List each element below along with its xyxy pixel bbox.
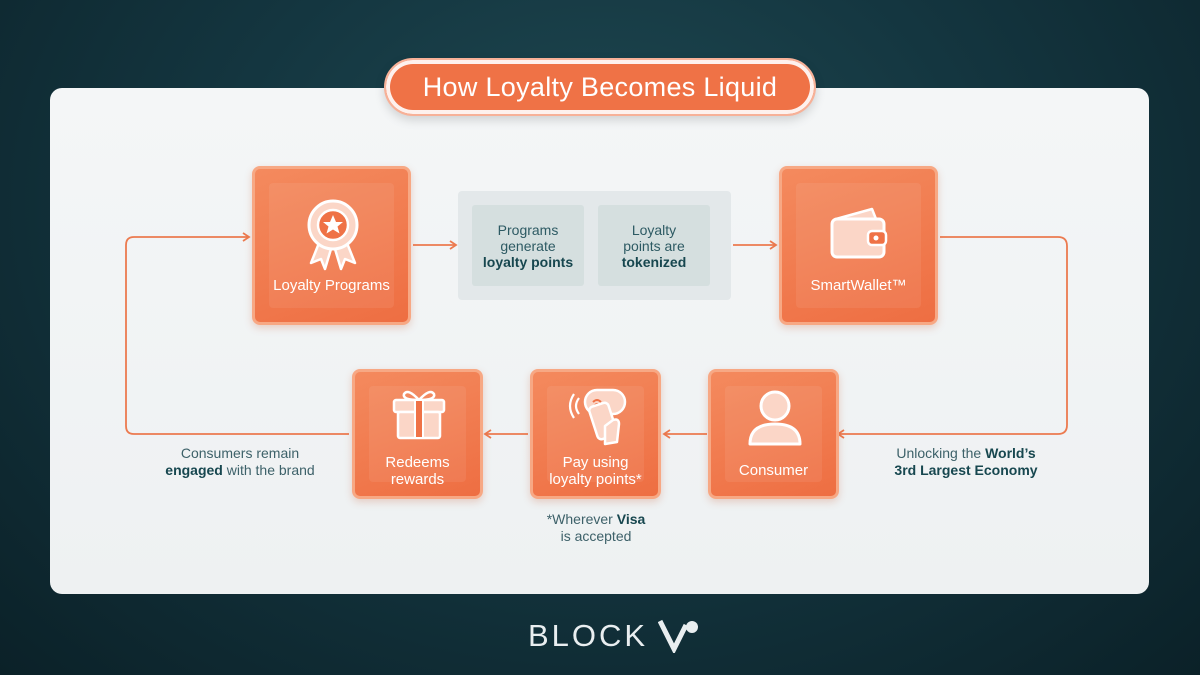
gift-icon: [392, 390, 446, 440]
caption-bold: World’s: [985, 445, 1036, 461]
caption-line: *Wherever Visa: [496, 511, 696, 528]
node-consumer: Consumer: [708, 369, 839, 499]
node-loyalty-programs: Loyalty Programs: [252, 166, 411, 325]
step-text: Loyalty: [631, 221, 677, 238]
node-label-line: Pay using: [562, 454, 629, 471]
contactless-phone-icon: [568, 388, 627, 446]
caption-text: with the brand: [222, 462, 315, 478]
step-text: generate: [500, 237, 556, 254]
node-redeems-rewards: Redeems rewards: [352, 369, 483, 499]
node-label: SmartWallet™: [810, 277, 907, 294]
brand-logo-text: BLOCK: [528, 618, 649, 653]
caption-line: is accepted: [560, 528, 632, 544]
node-label: Redeems rewards: [355, 454, 480, 488]
step-text-bold: tokenized: [621, 253, 687, 270]
caption-line: Unlocking the World’s: [866, 445, 1066, 462]
node-label: Loyalty Programs: [273, 277, 390, 294]
step-text: Programs: [497, 221, 559, 238]
node-label-line: rewards: [390, 471, 445, 488]
node-label: Consumer: [738, 462, 809, 479]
step-text: points are: [623, 237, 685, 254]
node-label-line: Redeems: [385, 454, 450, 471]
node-pay-with-points: Pay using loyalty points*: [530, 369, 661, 499]
caption-line: engaged with the brand: [140, 462, 340, 479]
caption-engagement: Consumers remain engaged with the brand: [140, 445, 340, 479]
step-text-bold: loyalty points: [482, 253, 574, 270]
page-title: How Loyalty Becomes Liquid: [384, 58, 816, 116]
caption-line: 3rd Largest Economy: [866, 462, 1066, 479]
caption-bold: Visa: [616, 511, 646, 527]
caption-text: Unlocking the: [896, 445, 986, 461]
node-label: Pay using loyalty points*: [533, 454, 658, 488]
caption-bold: engaged: [165, 462, 223, 478]
step-generate-points: Programs generate loyalty points: [472, 205, 584, 286]
block-v-logo-icon: [658, 619, 699, 653]
caption-line: Consumers remain: [180, 445, 300, 461]
caption-text: *Wherever: [546, 511, 617, 527]
step-tokenize-points: Loyalty points are tokenized: [598, 205, 710, 286]
caption-visa-footnote: *Wherever Visa is accepted: [496, 511, 696, 545]
node-smartwallet: SmartWallet™: [779, 166, 938, 325]
award-ribbon-icon: [307, 199, 359, 271]
caption-bold: 3rd Largest Economy: [894, 462, 1038, 478]
tokenization-steps: Programs generate loyalty points Loyalty…: [458, 191, 731, 300]
brand-logo: BLOCK: [528, 618, 700, 654]
caption-economy: Unlocking the World’s 3rd Largest Econom…: [866, 445, 1066, 479]
wallet-icon: [830, 207, 888, 259]
person-icon: [748, 390, 802, 446]
node-label-line: loyalty points*: [549, 471, 642, 488]
